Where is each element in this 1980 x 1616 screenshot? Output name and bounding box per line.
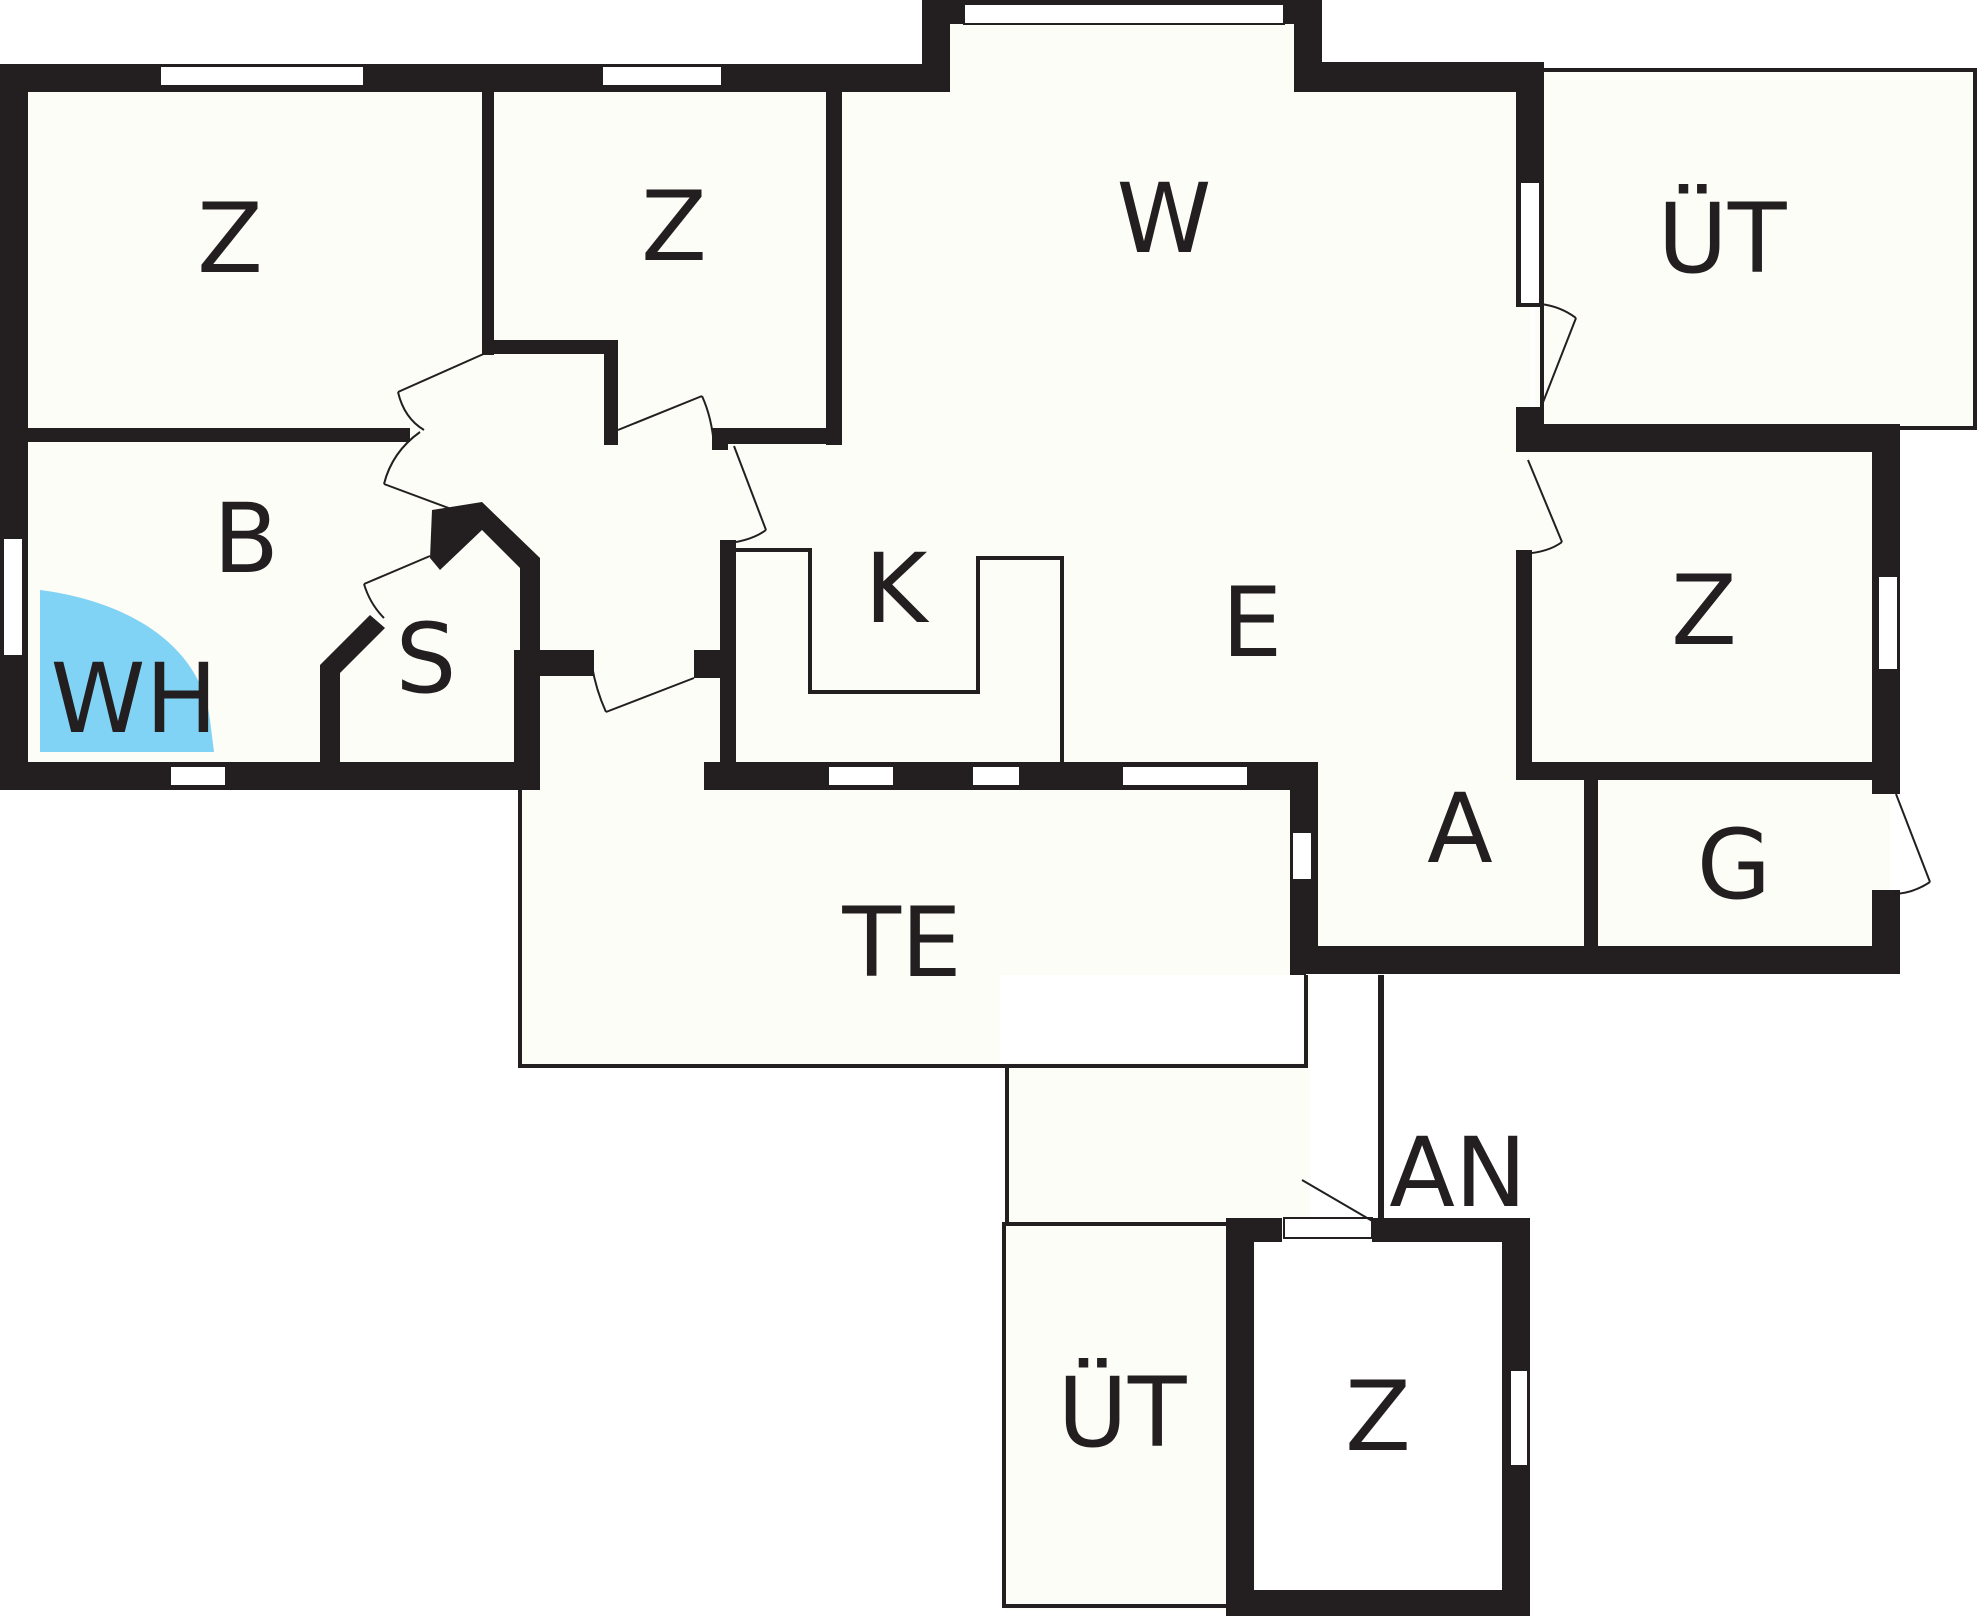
room-label-e: E xyxy=(1222,567,1283,679)
room-label-ut1: ÜT xyxy=(1658,183,1787,295)
room-label-wh: WH xyxy=(50,643,217,755)
floor-areas xyxy=(12,12,1975,1610)
room-label-z3: Z xyxy=(1671,555,1737,667)
wh-highlight xyxy=(40,590,214,752)
room-label-te: TE xyxy=(841,887,961,999)
room-label-g: G xyxy=(1697,809,1771,921)
room-labels: Z Z W ÜT B K E Z S WH A G TE AN ÜT Z xyxy=(50,163,1786,1473)
room-label-z1: Z xyxy=(197,183,263,295)
doors xyxy=(363,303,1931,1223)
room-label-k: K xyxy=(865,533,930,645)
room-label-z2: Z xyxy=(641,171,707,283)
room-label-an: AN xyxy=(1389,1117,1526,1229)
windows xyxy=(2,3,1899,1467)
room-label-b: B xyxy=(213,483,279,595)
room-label-ut2: ÜT xyxy=(1058,1357,1187,1469)
room-label-s: S xyxy=(396,603,457,715)
room-label-z4: Z xyxy=(1345,1361,1411,1473)
room-label-w: W xyxy=(1117,163,1212,275)
room-label-a: A xyxy=(1427,773,1493,885)
